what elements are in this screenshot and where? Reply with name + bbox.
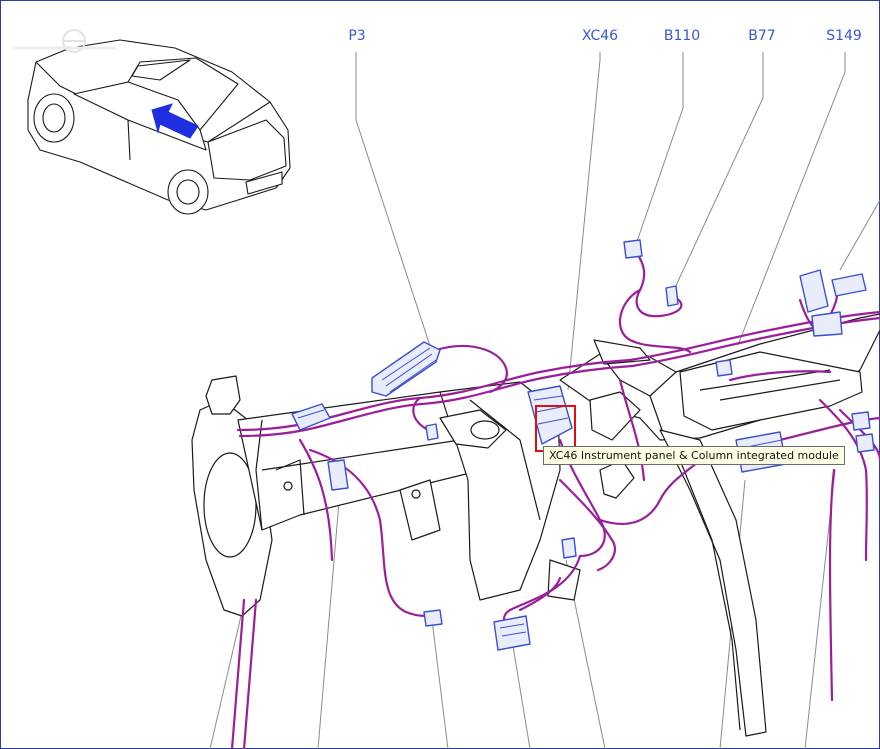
xc46-highlight-box: [535, 405, 576, 452]
connector-upper-mid[interactable]: [425, 423, 439, 441]
leader-p3: [355, 52, 433, 353]
connectors: [291, 239, 875, 651]
callout-label-b77[interactable]: B77: [748, 28, 776, 44]
connector-s149[interactable]: [799, 269, 867, 337]
leader-s149: [737, 52, 846, 346]
connector-left-column[interactable]: [291, 403, 331, 431]
connector-b110[interactable]: [623, 239, 643, 259]
leader-right-1: [839, 199, 880, 271]
connector-right-1[interactable]: [851, 411, 871, 431]
callout-label-b110[interactable]: B110: [663, 28, 701, 44]
steering-column-structure: [191, 313, 880, 737]
connector-top-beam[interactable]: [715, 359, 733, 377]
connector-xc46[interactable]: [527, 385, 573, 445]
leader-xc46: [567, 52, 601, 391]
leader-b77: [672, 52, 764, 293]
callout-label-s149[interactable]: S149: [826, 28, 862, 44]
callout-label-p3[interactable]: P3: [348, 28, 366, 44]
connector-right-2[interactable]: [855, 433, 875, 453]
view-direction-arrow-icon: [151, 103, 199, 139]
connector-b77[interactable]: [665, 285, 679, 307]
connector-bottom-module[interactable]: [493, 615, 531, 651]
leader-lines: [355, 52, 880, 391]
callout-label-xc46[interactable]: XC46: [581, 28, 619, 44]
component-tooltip: XC46 Instrument panel & Column integrate…: [543, 446, 845, 465]
connector-small-left[interactable]: [423, 609, 443, 627]
connector-column-lower[interactable]: [327, 459, 349, 491]
connector-center-lower[interactable]: [561, 537, 577, 559]
connector-p3[interactable]: [371, 341, 441, 397]
leader-b110: [633, 52, 684, 251]
watermark-logo: [14, 29, 116, 53]
